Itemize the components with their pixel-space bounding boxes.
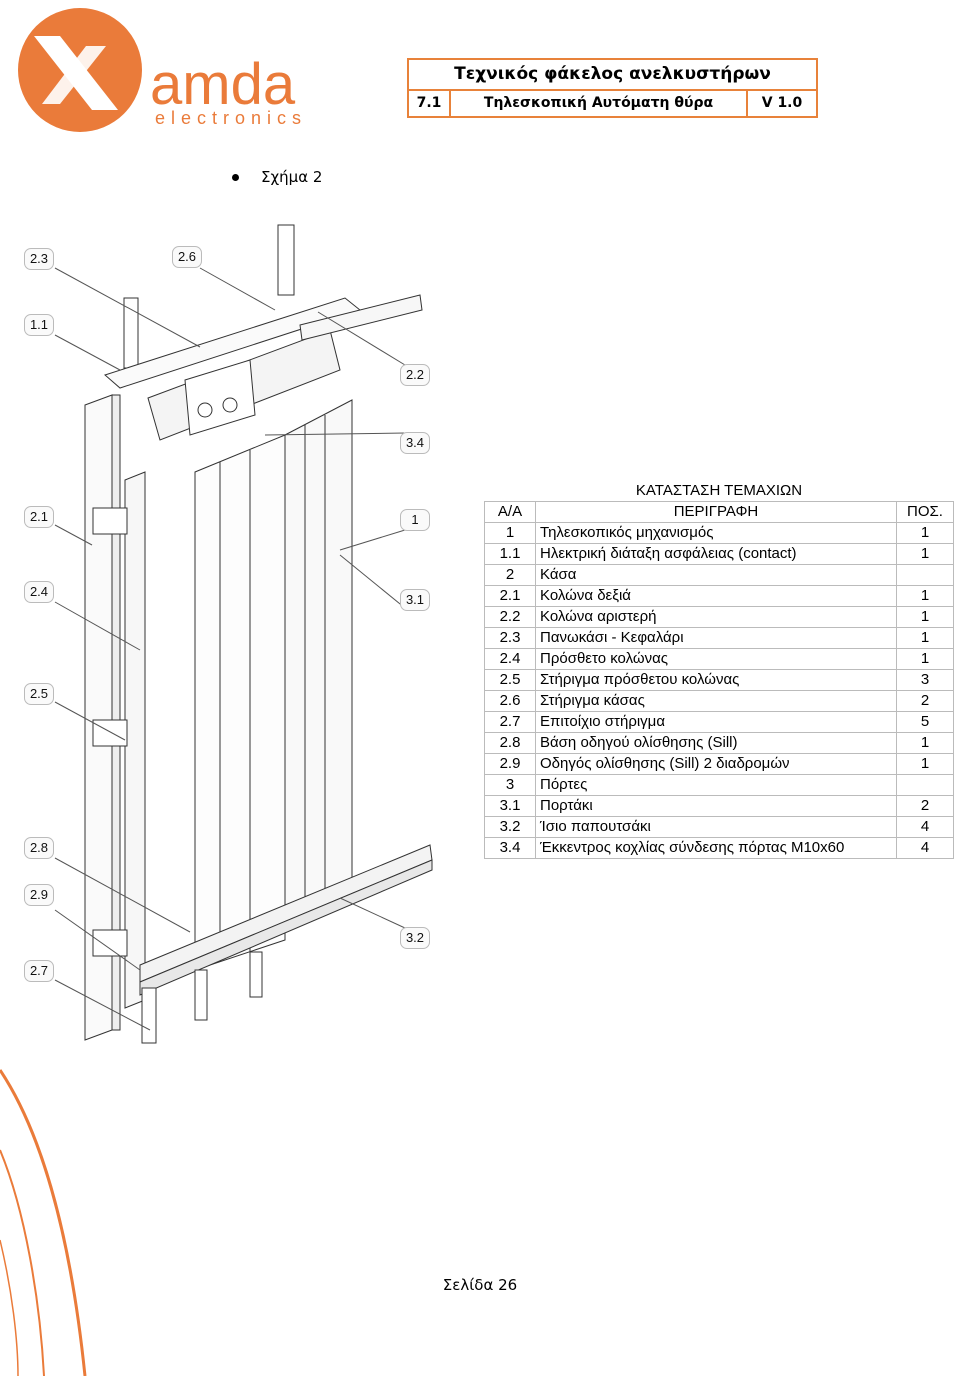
- header-cell-number: Α/Α: [484, 501, 536, 523]
- row-number: 2.1: [484, 585, 536, 607]
- page-number: Σελίδα 26: [442, 1276, 518, 1294]
- row-description: Κολώνα δεξιά: [535, 585, 897, 607]
- row-number: 2.9: [484, 753, 536, 775]
- row-number: 3: [484, 774, 536, 796]
- row-description: Πόρτες: [535, 774, 897, 796]
- callout-label: 2.4: [24, 581, 54, 603]
- callout-label: 2.2: [400, 364, 430, 386]
- row-description: Κάσα: [535, 564, 897, 586]
- row-quantity: 1: [896, 606, 954, 628]
- row-description: Οδηγός ολίσθησης (Sill) 2 διαδρομών: [535, 753, 897, 775]
- svg-text:amda: amda: [150, 52, 296, 117]
- callout-label: 1: [400, 509, 430, 531]
- figure-caption-text: Σχήμα 2: [261, 168, 323, 186]
- row-quantity: [896, 564, 954, 586]
- row-description: Ηλεκτρική διάταξη ασφάλειας (contact): [535, 543, 897, 565]
- callout-label: 3.4: [400, 432, 430, 454]
- callout-label: 2.3: [24, 248, 54, 270]
- row-description: Πανωκάσι - Κεφαλάρι: [535, 627, 897, 649]
- row-quantity: 1: [896, 732, 954, 754]
- row-number: 1: [484, 522, 536, 544]
- bullet-icon: [232, 174, 239, 181]
- row-quantity: 1: [896, 648, 954, 670]
- row-number: 3.4: [484, 837, 536, 859]
- row-number: 3.1: [484, 795, 536, 817]
- row-quantity: [896, 774, 954, 796]
- row-description: Έκκεντρος κοχλίας σύνδεσης πόρτας M10x60: [535, 837, 897, 859]
- row-quantity: 3: [896, 669, 954, 691]
- figure-caption: Σχήμα 2: [232, 168, 322, 186]
- section-number: 7.1: [409, 91, 451, 116]
- svg-text:electronics: electronics: [155, 108, 307, 128]
- header-cell-quantity: ΠΟΣ.: [896, 501, 954, 523]
- section-subject: Τηλεσκοπική Αυτόματη θύρα: [451, 91, 748, 116]
- row-quantity: 1: [896, 627, 954, 649]
- row-quantity: 1: [896, 522, 954, 544]
- row-number: 3.2: [484, 816, 536, 838]
- table-caption: ΚΑΤΑΣΤΑΣΗ ΤΕΜΑΧΙΩΝ: [484, 481, 954, 502]
- callout-label: 2.5: [24, 683, 54, 705]
- row-description: Στήριγμα κάσας: [535, 690, 897, 712]
- row-quantity: 4: [896, 816, 954, 838]
- row-number: 2.2: [484, 606, 536, 628]
- row-number: 2.7: [484, 711, 536, 733]
- callout-label: 3.1: [400, 589, 430, 611]
- header-cell-description: ΠΕΡΙΓΡΑΦΗ: [535, 501, 897, 523]
- row-description: Βάση οδηγού ολίσθησης (Sill): [535, 732, 897, 754]
- row-number: 2.8: [484, 732, 536, 754]
- document-version: V 1.0: [761, 95, 803, 111]
- callout-label: 2.7: [24, 960, 54, 982]
- document-header: Τεχνικός φάκελος ανελκυστήρων 7.1 Τηλεσκ…: [407, 58, 818, 118]
- row-description: Στήριγμα πρόσθετου κολώνας: [535, 669, 897, 691]
- table-header-row: Α/Α ΠΕΡΙΓΡΑΦΗ ΠΟΣ.: [484, 501, 954, 523]
- callout-label: 1.1: [24, 314, 54, 336]
- row-quantity: 1: [896, 585, 954, 607]
- callout-label: 3.2: [400, 927, 430, 949]
- row-number: 1.1: [484, 543, 536, 565]
- row-description: Πρόσθετο κολώνας: [535, 648, 897, 670]
- document-title: Τεχνικός φάκελος ανελκυστήρων: [409, 60, 816, 91]
- callout-label: 2.9: [24, 884, 54, 906]
- row-quantity: 2: [896, 690, 954, 712]
- row-quantity: 5: [896, 711, 954, 733]
- row-description: Ίσιο παπουτσάκι: [535, 816, 897, 838]
- row-quantity: 1: [896, 543, 954, 565]
- callout-label: 2.8: [24, 837, 54, 859]
- row-quantity: 4: [896, 837, 954, 859]
- row-number: 2.5: [484, 669, 536, 691]
- row-description: Κολώνα αριστερή: [535, 606, 897, 628]
- row-number: 2: [484, 564, 536, 586]
- door-assembly-drawing: [54, 224, 433, 1044]
- row-number: 2.3: [484, 627, 536, 649]
- row-number: 2.4: [484, 648, 536, 670]
- row-quantity: 1: [896, 753, 954, 775]
- amda-logo: amda electronics: [18, 8, 307, 132]
- row-description: Επιτοίχιο στήριγμα: [535, 711, 897, 733]
- callout-label: 2.6: [172, 246, 202, 268]
- row-description: Τηλεσκοπικός μηχανισμός: [535, 522, 897, 544]
- callout-label: 2.1: [24, 506, 54, 528]
- decorative-arcs: [0, 1069, 87, 1376]
- row-description: Πορτάκι: [535, 795, 897, 817]
- row-quantity: 2: [896, 795, 954, 817]
- header-row: 7.1 Τηλεσκοπική Αυτόματη θύρα V 1.0: [409, 91, 816, 116]
- row-number: 2.6: [484, 690, 536, 712]
